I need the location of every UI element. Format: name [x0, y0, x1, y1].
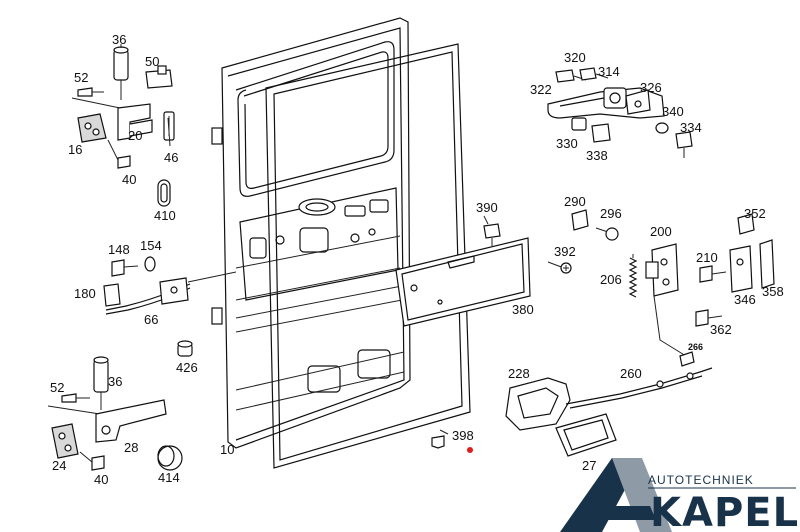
callout-27x: 27 — [582, 458, 596, 473]
trim-panel-group — [395, 223, 572, 327]
callout-358: 358 — [762, 284, 784, 299]
callout-28: 28 — [124, 440, 138, 455]
callout-36-lower: 36 — [108, 374, 122, 389]
callout-labels: 36 50 52 20 16 46 40 410 148 154 180 66 … — [50, 32, 784, 487]
outer-handle-group — [547, 67, 693, 158]
callout-414: 414 — [158, 470, 180, 485]
callout-210: 210 — [696, 250, 718, 265]
callout-228: 228 — [508, 366, 530, 381]
callout-338: 338 — [586, 148, 608, 163]
callout-52-lower: 52 — [50, 380, 64, 395]
callout-290: 290 — [564, 194, 586, 209]
callout-320: 320 — [564, 50, 586, 65]
callout-260: 260 — [620, 366, 642, 381]
callout-180: 180 — [74, 286, 96, 301]
callout-36-upper: 36 — [112, 32, 126, 47]
logo-a-bar — [592, 506, 656, 520]
logo-subtitle: AUTOTECHNIEK — [648, 473, 754, 487]
callout-16: 16 — [68, 142, 82, 157]
seal-clip — [431, 435, 445, 449]
callout-340: 340 — [662, 104, 684, 119]
callout-410: 410 — [154, 208, 176, 223]
callout-362: 362 — [710, 322, 732, 337]
callout-380: 380 — [512, 302, 534, 317]
callout-426: 426 — [176, 360, 198, 375]
logo-brand: KAPEL — [650, 490, 799, 532]
callout-10: 10 — [220, 442, 234, 457]
callout-296: 296 — [600, 206, 622, 221]
callout-390: 390 — [476, 200, 498, 215]
callout-24: 24 — [52, 458, 66, 473]
callout-52-upper: 52 — [74, 70, 88, 85]
callout-398: 398 — [452, 428, 474, 443]
door-check-group — [103, 256, 237, 357]
callout-154: 154 — [140, 238, 162, 253]
door-lock-group — [571, 209, 775, 357]
callout-326: 326 — [640, 80, 662, 95]
red-marker-dot — [467, 447, 473, 453]
callout-334: 334 — [680, 120, 702, 135]
callout-46: 46 — [164, 150, 178, 165]
callout-206: 206 — [600, 272, 622, 287]
callout-322: 322 — [530, 82, 552, 97]
lower-hinge-group — [47, 356, 183, 471]
kapel-logo: AUTOTECHNIEK KAPEL — [560, 458, 799, 532]
leader-lines — [120, 44, 489, 435]
callout-352: 352 — [744, 206, 766, 221]
callout-148: 148 — [108, 242, 130, 257]
logo-a-gray — [612, 458, 672, 532]
inner-handle-group — [505, 351, 713, 457]
callout-392: 392 — [554, 244, 576, 259]
callout-50: 50 — [145, 54, 159, 69]
callout-40-upper: 40 — [122, 172, 136, 187]
callout-20: 20 — [128, 128, 142, 143]
door-seal — [265, 43, 471, 469]
callout-314: 314 — [598, 64, 620, 79]
callout-330: 330 — [556, 136, 578, 151]
callout-200: 200 — [650, 224, 672, 239]
callout-346: 346 — [734, 292, 756, 307]
callout-266: 266 — [688, 342, 703, 352]
door-shell — [211, 17, 411, 449]
callout-40-lower: 40 — [94, 472, 108, 487]
callout-66: 66 — [144, 312, 158, 327]
